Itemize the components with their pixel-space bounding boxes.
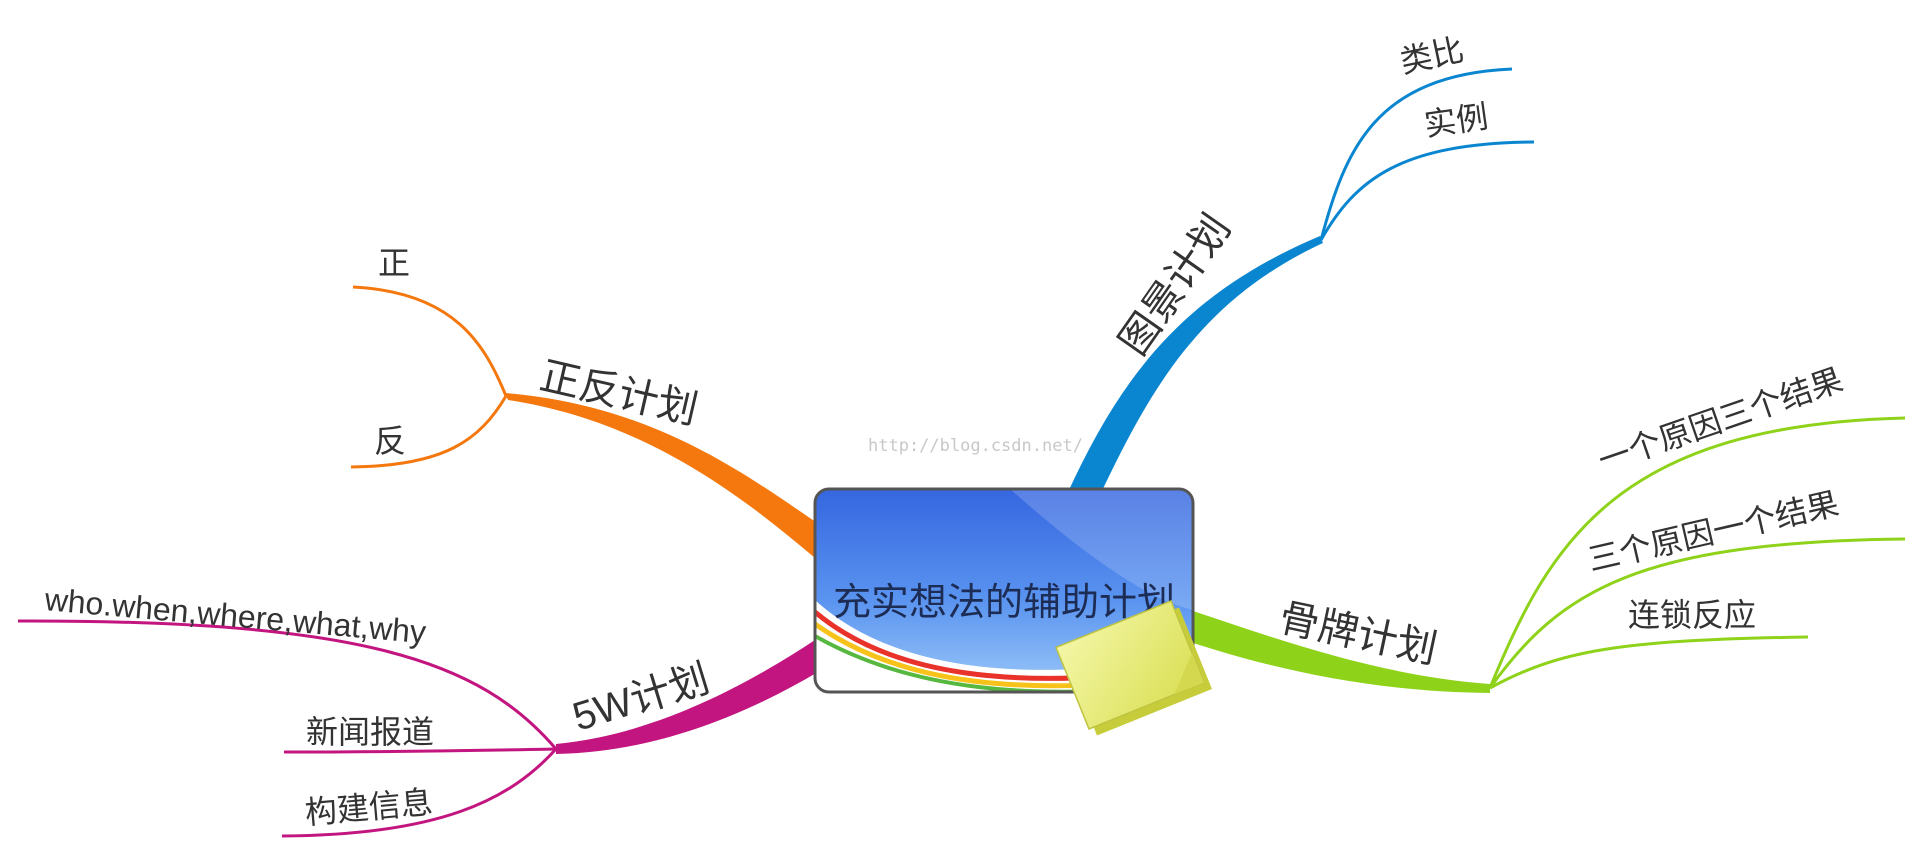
branch-gupai-trunk [1190, 610, 1490, 693]
branch-zhengfan-sub-fan [350, 395, 508, 469]
branch-tujing-trunk [1068, 236, 1323, 495]
sticky-note-icon [1055, 600, 1212, 736]
leaf-shili-label: 实例 [1422, 97, 1491, 144]
branch-fivew-sub-2 [283, 747, 557, 754]
center-node-label: 充实想法的辅助计划 [833, 580, 1175, 624]
branch-zhengfan-sub-zheng [352, 285, 508, 397]
leaf-gupai-3-label: 连锁反应 [1628, 596, 1756, 634]
leaf-fivew-1-label: who.when,where,what,why [42, 581, 427, 650]
leaf-fan-label: 反 [374, 422, 406, 460]
watermark-text: http://blog.csdn.net/ [868, 436, 1083, 456]
branch-fivew: 5W计划 who.when,where,what,why 新闻报道 构建信息 [17, 581, 818, 838]
leaf-leibi-label: 类比 [1397, 30, 1468, 80]
leaf-zheng-label: 正 [378, 244, 410, 282]
branch-gupai: 骨牌计划 一个原因三个结果 三个原因一个结果 连锁反应 [1190, 360, 1906, 693]
branch-gupai-sub-1 [1488, 416, 1906, 689]
center-node-border [813, 487, 1195, 694]
center-node: 充实想法的辅助计划 [813, 487, 1212, 736]
branch-fivew-sub-3 [281, 747, 558, 838]
branch-gupai-sub-2 [1488, 537, 1906, 689]
leaf-gupai-2-label: 三个原因一个结果 [1584, 484, 1842, 579]
branch-fivew-sub-1 [17, 619, 558, 750]
branch-tujing-sub-shili [1319, 140, 1535, 241]
leaf-fivew-2-label: 新闻报道 [306, 713, 434, 751]
leaf-gupai-1-label: 一个原因三个结果 [1593, 360, 1847, 479]
branch-tujing: 图景计划 类比 实例 [1068, 30, 1535, 495]
branch-gupai-sub-3 [1489, 635, 1809, 690]
branch-tujing-sub-leibi [1319, 67, 1513, 241]
branch-fivew-trunk [556, 638, 818, 754]
branch-zhengfan: 正反计划 正 反 [350, 244, 820, 558]
